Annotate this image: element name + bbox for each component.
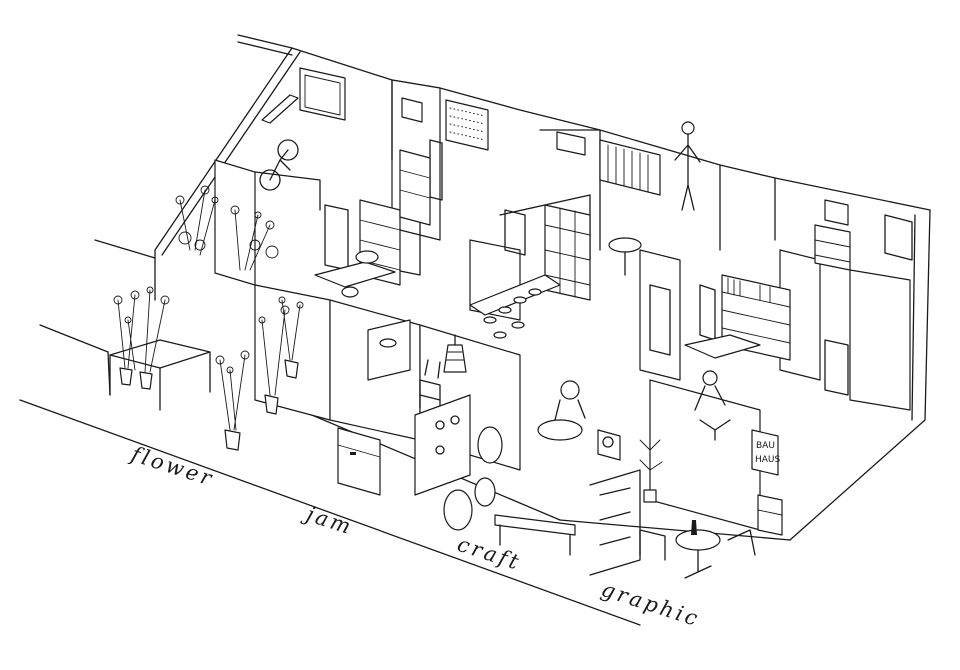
pottery-bowls: [483, 288, 542, 339]
jam-shop: [314, 149, 467, 496]
sign-line-2: HAUS: [755, 455, 781, 465]
graphic-shop: [639, 121, 851, 579]
blossom-clusters: [113, 185, 304, 374]
street-lines: [19, 239, 641, 626]
label-jam: jam: [300, 501, 357, 540]
label-flower: flower: [127, 441, 218, 491]
label-graphic: graphic: [598, 577, 703, 631]
flower-shop: [109, 94, 304, 451]
doors-windows: [299, 67, 913, 396]
label-craft: craft: [454, 532, 524, 575]
sign-line-1: BAU: [756, 441, 775, 451]
building-shell: [107, 34, 931, 541]
partition-walls: [214, 79, 911, 576]
craft-shop: [414, 204, 642, 556]
